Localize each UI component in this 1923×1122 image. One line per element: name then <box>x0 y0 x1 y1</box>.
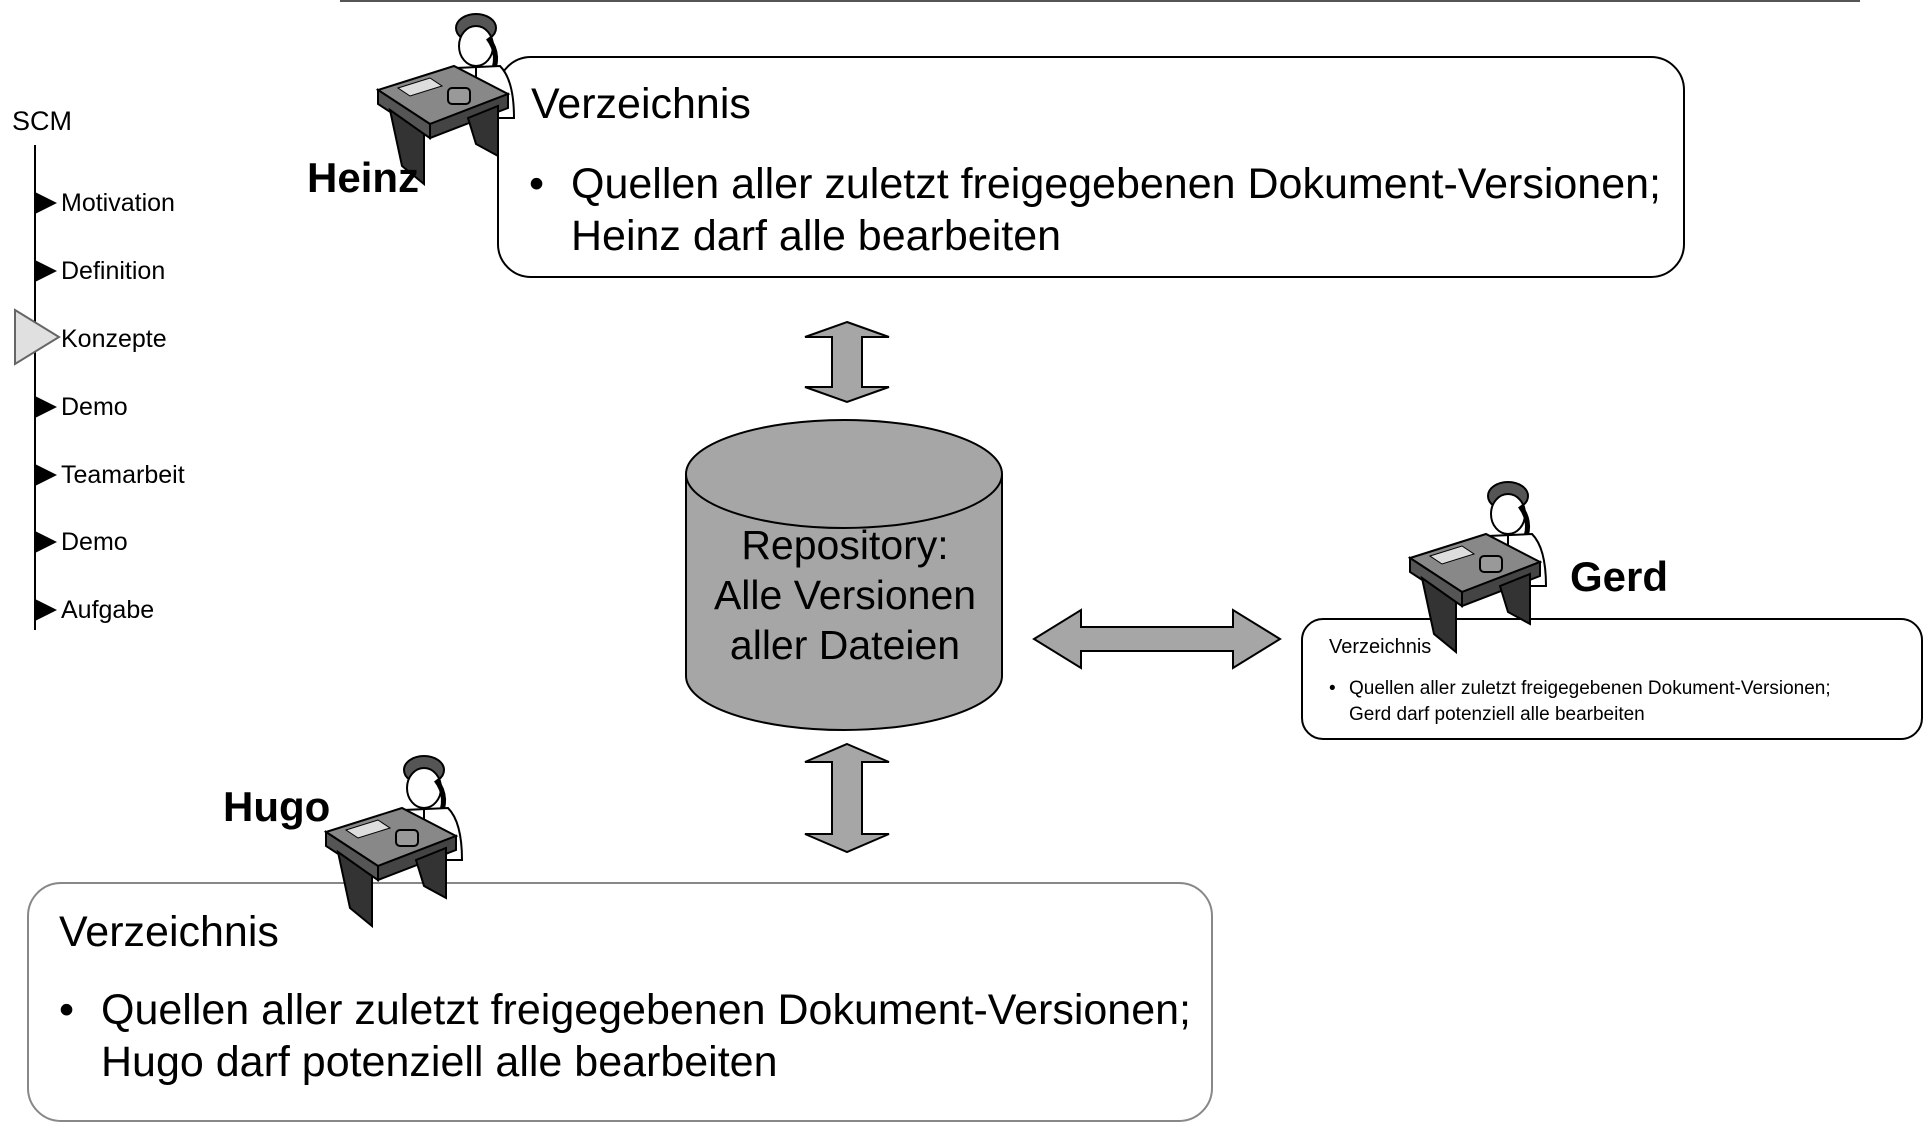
person-name-heinz: Heinz <box>307 154 420 201</box>
current-section-marker-icon <box>14 308 61 366</box>
nav-item-label: Definition <box>61 256 166 285</box>
repository-label: Repository: Alle Versionen aller Dateien <box>690 520 1000 670</box>
double-arrow-icon <box>1032 608 1282 670</box>
nav-item-label: Motivation <box>61 188 175 217</box>
directory-bullet: • Quellen aller zuletzt freigegebenen Do… <box>59 984 1191 1088</box>
nav-item-label: Konzepte <box>61 324 167 353</box>
heinz-directory-box: Verzeichnis • Quellen aller zuletzt frei… <box>497 56 1685 278</box>
bullet-icon: • <box>59 986 75 1034</box>
gerd-directory-box: Verzeichnis • Quellen aller zuletzt frei… <box>1301 618 1923 740</box>
double-arrow-icon <box>804 742 890 854</box>
nav-item-label: Demo <box>61 392 128 421</box>
triangle-right-icon <box>35 531 57 553</box>
bullet-line-1: Quellen aller zuletzt freigegebenen Doku… <box>1349 678 1831 699</box>
bullet-icon: • <box>529 160 545 208</box>
nav-item-demo[interactable]: Demo <box>35 387 128 427</box>
triangle-right-icon <box>35 396 57 418</box>
nav-item-teamarbeit[interactable]: Teamarbeit <box>35 455 185 495</box>
triangle-right-icon <box>35 599 57 621</box>
directory-bullet: • Quellen aller zuletzt freigegebenen Do… <box>529 158 1661 262</box>
nav-item-definition[interactable]: Definition <box>35 251 165 291</box>
triangle-right-icon <box>35 464 57 486</box>
repository-label-line-1: Repository: <box>741 522 949 568</box>
triangle-right-icon <box>35 260 57 282</box>
bullet-line-2: Hugo darf potenziell alle bearbeiten <box>101 1038 778 1086</box>
nav-item-demo-2[interactable]: Demo <box>35 522 128 562</box>
nav-item-motivation[interactable]: Motivation <box>35 183 175 223</box>
bullet-line-2: Heinz darf alle bearbeiten <box>571 212 1062 260</box>
person-name-hugo: Hugo <box>223 783 331 830</box>
nav-item-label: Demo <box>61 527 128 556</box>
bullet-icon: • <box>1329 678 1336 699</box>
nav-item-label: Aufgabe <box>61 595 155 624</box>
triangle-right-icon <box>35 192 57 214</box>
bullet-line-1: Quellen aller zuletzt freigegebenen Doku… <box>571 160 1661 208</box>
nav-item-aufgabe[interactable]: Aufgabe <box>35 590 154 630</box>
nav-item-label: Teamarbeit <box>61 460 185 489</box>
person-at-desk-icon <box>1407 481 1548 655</box>
nav-timeline-line <box>34 145 36 630</box>
directory-title: Verzeichnis <box>59 908 279 956</box>
directory-title: Verzeichnis <box>531 80 751 128</box>
nav-item-konzepte[interactable]: Konzepte <box>35 319 167 359</box>
nav-title: SCM <box>12 106 72 136</box>
person-at-desk-icon <box>323 755 464 929</box>
bullet-line-2: Gerd darf potenziell alle bearbeiten <box>1349 704 1645 725</box>
hugo-directory-box: Verzeichnis • Quellen aller zuletzt frei… <box>27 882 1213 1122</box>
person-at-desk-icon <box>375 13 516 187</box>
directory-bullet: • Quellen aller zuletzt freigegebenen Do… <box>1329 676 1831 728</box>
database-cylinder-icon <box>685 419 1003 731</box>
double-arrow-icon <box>804 320 890 404</box>
repository-label-line-3: aller Dateien <box>729 622 961 668</box>
bullet-line-1: Quellen aller zuletzt freigegebenen Doku… <box>101 986 1191 1034</box>
person-name-gerd: Gerd <box>1570 553 1669 600</box>
directory-title: Verzeichnis <box>1329 636 1432 658</box>
top-divider <box>340 0 1860 2</box>
repository-label-line-2: Alle Versionen <box>713 572 977 618</box>
